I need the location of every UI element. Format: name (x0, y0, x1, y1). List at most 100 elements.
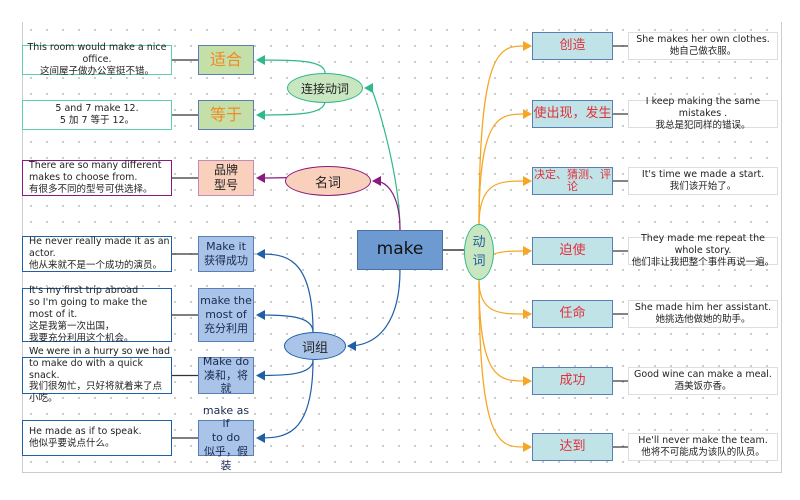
example-zh: 这是我第一次出国， 我要充分利用这个机会。 (29, 320, 134, 344)
arrowhead-icon (523, 246, 532, 256)
example-zh: 我们很匆忙，只好将就着来了点小吃。 (29, 381, 163, 405)
arrowhead-icon (523, 309, 532, 319)
term-label: Make it 获得成功 (204, 240, 248, 267)
term-box[interactable]: Make do 凑和，将就 (198, 354, 254, 396)
noun-node[interactable]: 名词 (285, 166, 371, 196)
example-box: 5 and 7 make 12.5 加 7 等于 12。 (22, 100, 172, 130)
example-box: He never really made it as an actor.他从来就… (22, 236, 172, 272)
arrowhead-icon (256, 173, 265, 183)
branch-curve (478, 180, 526, 226)
example-en: She made him her assistant. (634, 302, 772, 314)
example-box: It's my first trip abroad so I'm going t… (22, 285, 172, 344)
term-box[interactable]: 适合 (198, 45, 254, 75)
verb-meaning-box[interactable]: 使出现，发生 (532, 100, 613, 128)
phrase-node[interactable]: 词组 (284, 332, 346, 360)
example-box: It's time we made a start.我们该开始了。 (628, 167, 778, 195)
term-label: make as if to do 似乎，假装 (202, 403, 250, 472)
branch-curve (347, 269, 401, 347)
example-zh: 他从来就不是一个成功的演员。 (29, 259, 163, 271)
example-en: We were in a hurry so we had to make do … (29, 345, 171, 381)
example-box: She makes her own clothes.她自己做衣服。 (628, 32, 778, 60)
arrowhead-icon (347, 341, 356, 351)
example-box: I keep making the same mistakes .我总是犯同样的… (628, 96, 778, 131)
arrowhead-icon (523, 41, 532, 51)
verb-meaning-box[interactable]: 任命 (532, 300, 613, 328)
term-box[interactable]: make the most of 充分利用 (198, 288, 254, 342)
example-box: She made him her assistant.她挑选他做她的助手。 (628, 300, 778, 328)
example-zh: 他将不可能成为该队的队员。 (641, 447, 765, 458)
arrowhead-icon (523, 109, 532, 119)
verb-node[interactable]: 动 词 (464, 224, 494, 280)
linking-verb-node[interactable]: 连接动词 (287, 73, 363, 103)
verb-meaning-box[interactable]: 达到 (532, 433, 613, 461)
example-zh: 他似乎要说点什么。 (29, 438, 115, 449)
branch-curve (257, 314, 314, 333)
example-en: This room would make a nice office. (27, 42, 167, 66)
term-label: 等于 (209, 105, 242, 124)
branch-curve (257, 359, 314, 377)
example-en: It's my first trip abroad so I'm going t… (29, 285, 148, 321)
example-zh: 我总是犯同样的错误。 (655, 119, 751, 131)
example-zh: 她自己做衣服。 (669, 46, 737, 57)
example-en: He made as if to speak. (29, 426, 142, 438)
arrowhead-icon (523, 176, 532, 186)
arrowhead-icon (523, 376, 532, 386)
example-en: They made me repeat the whole story. (641, 233, 765, 257)
example-zh: 酒美饭亦香。 (674, 381, 732, 392)
example-box: We were in a hurry so we had to make do … (22, 346, 172, 404)
example-en: He never really made it as an actor. (29, 236, 170, 260)
center-node[interactable]: make (357, 230, 443, 270)
arrowhead-icon (256, 249, 265, 259)
branch-curve (478, 279, 526, 448)
example-zh: 她挑选他做她的助手。 (655, 314, 751, 325)
term-label: 适合 (209, 50, 242, 69)
verb-meaning-box[interactable]: 迫使 (532, 237, 613, 265)
arrowhead-icon (256, 370, 265, 381)
branch-curve (478, 279, 526, 315)
arrowhead-icon (256, 55, 265, 65)
term-box[interactable]: 等于 (198, 100, 254, 130)
example-en: It's time we made a start. (641, 169, 765, 181)
term-box[interactable]: make as if to do 似乎，假装 (198, 404, 254, 472)
verb-meaning-box[interactable]: 创造 (532, 32, 613, 60)
branch-curve (371, 89, 401, 231)
term-box[interactable]: 品牌 型号 (198, 160, 254, 196)
example-en: 5 and 7 make 12. (55, 103, 139, 115)
example-box: There are so many different makes to cho… (22, 160, 172, 196)
example-zh: 我们该开始了。 (669, 181, 737, 192)
arrowhead-icon (523, 442, 532, 452)
arrowhead-icon (256, 110, 265, 120)
branch-curve (257, 253, 314, 333)
branch-curve (478, 113, 526, 226)
term-label: Make do 凑和，将就 (202, 354, 250, 396)
example-box: They made me repeat the whole story.他们非让… (628, 233, 778, 268)
example-zh: 5 加 7 等于 12。 (59, 115, 135, 126)
verb-meaning-box[interactable]: 决定、猜测、评论 (532, 167, 613, 195)
arrowhead-icon (256, 433, 265, 443)
example-box: Good wine can make a meal.酒美饭亦香。 (628, 367, 778, 395)
verb-meaning-box[interactable]: 成功 (532, 367, 613, 395)
branch-curve (478, 45, 526, 226)
arrowhead-icon (372, 176, 381, 186)
example-zh: 他们非让我把整个事件再说一遍。 (631, 256, 775, 268)
branch-curve (257, 359, 314, 439)
example-en: There are so many different makes to cho… (29, 160, 162, 184)
example-zh: 有很多不同的型号可供选择。 (29, 183, 153, 195)
branch-curve (372, 180, 401, 231)
term-label: 品牌 型号 (213, 163, 238, 192)
branch-curve (478, 279, 526, 382)
example-zh: 这间屋子做办公室挺不错。 (39, 65, 154, 77)
example-box: He'll never make the team.他将不可能成为该队的队员。 (628, 433, 778, 461)
branch-curve (257, 59, 326, 74)
example-box: He made as if to speak.他似乎要说点什么。 (22, 420, 172, 456)
example-box: This room would make a nice office.这间屋子做… (22, 42, 172, 77)
arrowhead-icon (364, 83, 373, 93)
arrowhead-icon (256, 310, 265, 320)
branch-curve (257, 100, 326, 116)
term-box[interactable]: Make it 获得成功 (198, 236, 254, 272)
example-en: I keep making the same mistakes . (645, 96, 761, 120)
example-en: Good wine can make a meal. (634, 369, 772, 381)
term-label: make the most of 充分利用 (200, 294, 252, 335)
example-en: He'll never make the team. (638, 435, 768, 447)
example-en: She makes her own clothes. (636, 34, 770, 46)
